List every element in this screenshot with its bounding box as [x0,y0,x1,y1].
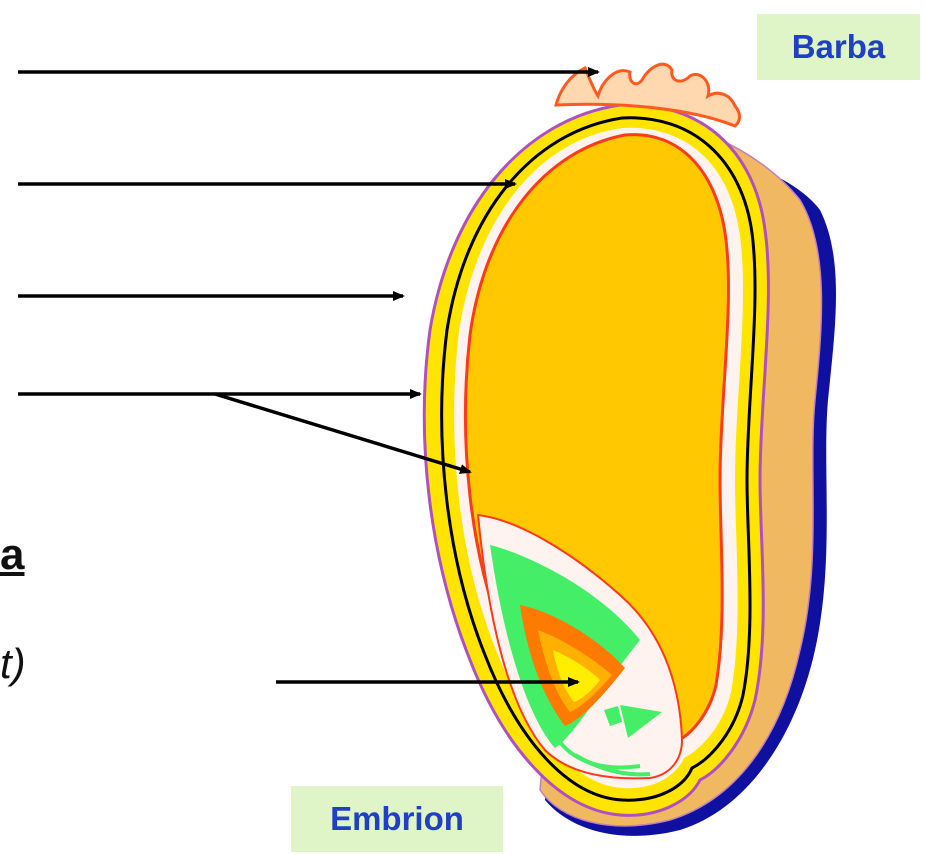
embrion-label: Embrion [291,786,503,852]
cropped-heading-fragment: a [0,530,24,580]
barba-label-text: Barba [792,28,886,66]
barba-label: Barba [757,14,920,80]
embrion-label-text: Embrion [330,800,464,838]
cropped-italic-fragment: t) [0,640,26,688]
